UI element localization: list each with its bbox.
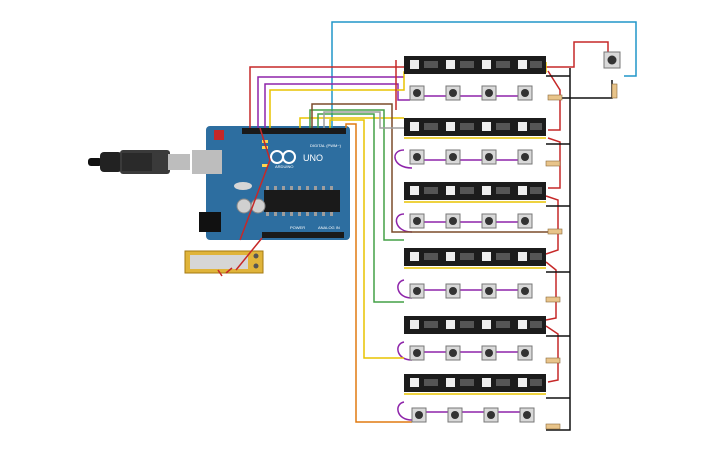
digital-label: DIGITAL (PWM~)	[310, 143, 342, 148]
resistor-5	[545, 357, 561, 364]
led-strip-6[interactable]	[404, 374, 546, 392]
master-button[interactable]	[603, 51, 621, 69]
reset-button	[214, 130, 224, 140]
wires	[235, 21, 637, 431]
resistor-6	[545, 423, 561, 430]
button-row-6[interactable]	[411, 407, 535, 423]
battery-icon[interactable]	[184, 250, 264, 274]
button-row-3[interactable]	[409, 213, 533, 229]
resistor-1	[547, 94, 563, 101]
analog-label: ANALOG IN	[318, 225, 340, 230]
digital-header	[242, 128, 346, 134]
led-strip-4[interactable]	[404, 248, 546, 266]
model-label: UNO	[303, 153, 323, 163]
led-strip-1[interactable]	[404, 56, 546, 74]
usb-cable-icon	[88, 150, 190, 174]
button-row-1[interactable]	[409, 85, 533, 101]
usb-port	[192, 150, 222, 174]
button-row-5[interactable]	[409, 345, 533, 361]
resistors	[545, 83, 618, 430]
power-label: POWER	[290, 225, 305, 230]
resistor-2	[545, 160, 561, 167]
brand-label: ARDUINO	[275, 164, 293, 169]
button-row-2[interactable]	[409, 149, 533, 165]
resistor-7	[611, 83, 618, 99]
arduino-uno-board[interactable]: ARDUINO UNO DIGITAL (PWM~) POWER ANALOG …	[192, 126, 350, 240]
led-strips	[404, 56, 546, 392]
led-strip-3[interactable]	[404, 182, 546, 200]
resistor-4	[545, 296, 561, 303]
power-jack	[199, 212, 221, 232]
led-strip-2[interactable]	[404, 118, 546, 136]
atmega-chip	[264, 190, 340, 212]
led-strip-5[interactable]	[404, 316, 546, 334]
resistor-3	[547, 228, 563, 235]
power-analog-header	[262, 232, 344, 238]
push-buttons	[409, 51, 621, 423]
arduino-logo: ARDUINO UNO	[270, 150, 323, 169]
button-row-4[interactable]	[409, 283, 533, 299]
